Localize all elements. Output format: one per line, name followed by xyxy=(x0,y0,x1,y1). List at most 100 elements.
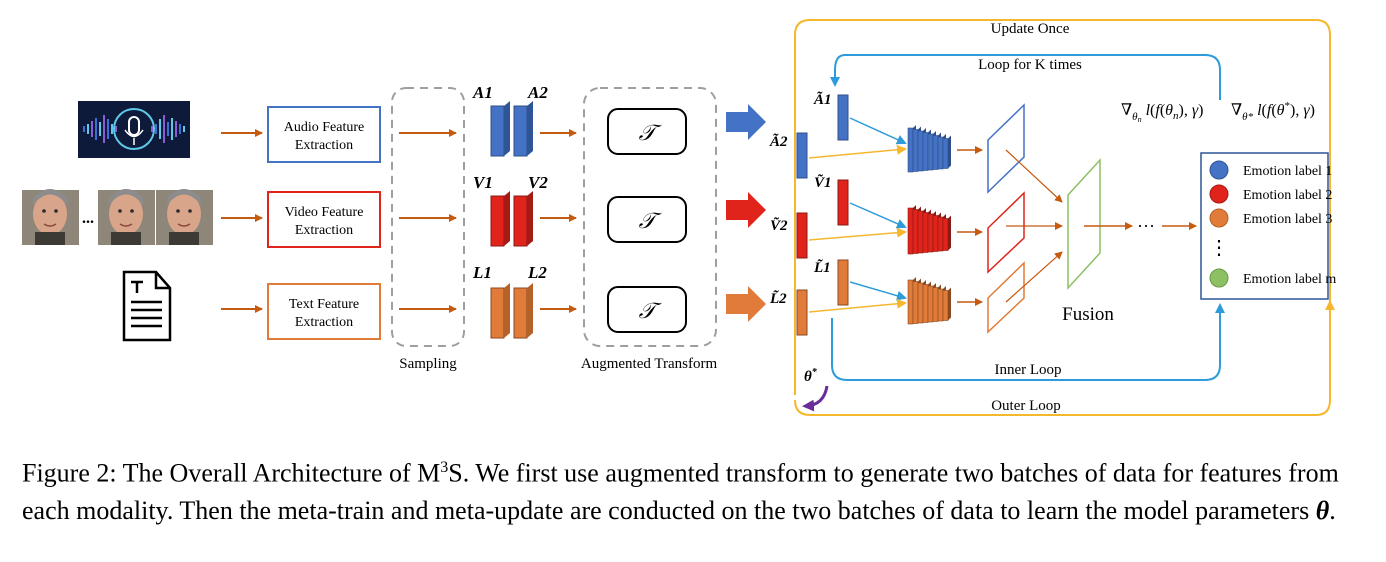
emotion-dot-m xyxy=(1209,268,1229,288)
video-batch-blocks xyxy=(490,191,533,247)
emotion-label-3: Emotion label 3 xyxy=(1243,212,1332,227)
sampling-box xyxy=(391,87,465,347)
emotion-label-1: Emotion label 1 xyxy=(1243,164,1332,179)
face-frame-1 xyxy=(22,189,79,245)
theta-star-arrow xyxy=(802,385,829,412)
audio-conv-stack xyxy=(907,125,951,173)
document-icon xyxy=(122,270,172,342)
batch-label-v1: V1 xyxy=(473,173,493,192)
conv-layer xyxy=(942,290,949,321)
fusion-label: Fusion xyxy=(1062,304,1114,325)
sampling-label: Sampling xyxy=(399,356,457,372)
augmented-transform-box xyxy=(583,87,717,347)
audio-batch-blocks xyxy=(490,101,533,157)
batch-label-l1: L1 xyxy=(472,263,492,282)
text-fat-arrow xyxy=(726,286,766,322)
emotion-vdots: ⋮ xyxy=(1209,237,1229,259)
transform-box-audio xyxy=(607,108,687,155)
update-once-label: Update Once xyxy=(991,21,1070,37)
conv-layer xyxy=(937,288,944,322)
conv-layer xyxy=(932,135,939,170)
conv-layer xyxy=(922,284,929,323)
loop-k-label: Loop for K times xyxy=(978,57,1082,73)
conv-layer xyxy=(917,130,924,172)
conv-layer xyxy=(937,216,944,252)
emotion-label-2: Emotion label 2 xyxy=(1243,188,1332,203)
face-frame-2 xyxy=(98,189,155,245)
conv-layer xyxy=(907,127,914,173)
conv-layer xyxy=(927,213,934,253)
aug-batch-blocks xyxy=(796,94,849,336)
conv-layer xyxy=(912,281,919,324)
text-conv-stack xyxy=(907,277,951,325)
video-frames-image: ... xyxy=(22,189,213,245)
outer-loop-label: Outer Loop xyxy=(991,398,1061,414)
emotion-dot-1 xyxy=(1209,160,1229,180)
caption-prefix: Figure 2: The Overall Architecture of M xyxy=(22,458,441,488)
conv-layer xyxy=(907,207,914,255)
conv-layer-side xyxy=(948,287,951,321)
fusion-dots: ··· xyxy=(1137,216,1155,236)
batch-label-v2: V2 xyxy=(528,173,548,192)
video-embedding-plane xyxy=(987,191,1025,274)
conv-layer xyxy=(922,132,929,171)
conv-layer xyxy=(927,285,934,323)
conv-layer xyxy=(932,215,939,252)
conv-layer xyxy=(917,282,924,324)
conv-layer-side xyxy=(948,135,951,169)
caption-end: . xyxy=(1329,495,1336,525)
video-fat-arrow xyxy=(726,192,766,228)
augmented-transform-label: Augmented Transform xyxy=(581,356,718,372)
transform-box-text xyxy=(607,286,687,333)
video-conv-stack xyxy=(907,205,951,255)
batch-label-l2: L2 xyxy=(527,263,547,282)
emotion-label-m: Emotion label m xyxy=(1243,272,1336,287)
conv-layer xyxy=(937,136,944,170)
caption-rest: S. We first use augmented transform to g… xyxy=(22,458,1339,525)
audio-waveform-image xyxy=(78,101,190,158)
text-batch-blocks xyxy=(490,283,533,339)
audio-embedding-plane xyxy=(987,103,1025,194)
conv-layer xyxy=(912,209,919,254)
aug-label-v1: Ṽ1 xyxy=(814,173,832,191)
theta-star-label: θ* xyxy=(804,367,818,385)
stack-output-arrows xyxy=(957,146,983,306)
conv-layer xyxy=(932,287,939,322)
caption-sup: 3 xyxy=(440,459,449,476)
fusion-plane xyxy=(1067,158,1101,290)
conv-layer xyxy=(922,212,929,253)
aug-label-a1: Ã1 xyxy=(813,90,832,108)
text-feature-extraction-box xyxy=(267,283,381,340)
batch-arrows xyxy=(540,129,577,313)
caption-theta: θ xyxy=(1315,495,1330,525)
aug-label-l1: L̃1 xyxy=(813,258,831,276)
inner-loop-bottom xyxy=(831,303,1225,381)
inner-loop-label: Inner Loop xyxy=(994,362,1061,378)
emotion-dot-2 xyxy=(1209,184,1229,204)
conv-input-arrows xyxy=(808,117,907,313)
frames-ellipsis: ... xyxy=(82,210,94,227)
conv-layer xyxy=(942,138,949,169)
aug-label-l2: L̃2 xyxy=(769,289,787,307)
input-arrows xyxy=(221,129,263,313)
text-embedding-plane xyxy=(987,261,1025,334)
aug-label-a2: Ã2 xyxy=(769,132,788,150)
transform-box-video xyxy=(607,196,687,243)
video-feature-extraction-box xyxy=(267,191,381,248)
aug-label-v2: Ṽ2 xyxy=(770,216,788,234)
batch-label-a1: A1 xyxy=(472,83,493,102)
fusion-input-arrows xyxy=(1005,149,1063,303)
emotion-dot-3 xyxy=(1209,208,1229,228)
conv-layer xyxy=(942,218,949,251)
inner-loop-top xyxy=(830,54,1221,100)
face-frame-3 xyxy=(156,189,213,245)
audio-fat-arrow xyxy=(726,104,766,140)
conv-layer xyxy=(912,129,919,172)
conv-layer xyxy=(927,133,934,171)
gradient-inner-label: ∇θn l(f(θn), γ) xyxy=(1121,102,1203,124)
outer-loop-frame xyxy=(794,19,1331,416)
sampling-arrows xyxy=(399,129,457,313)
conv-layer xyxy=(917,210,924,254)
